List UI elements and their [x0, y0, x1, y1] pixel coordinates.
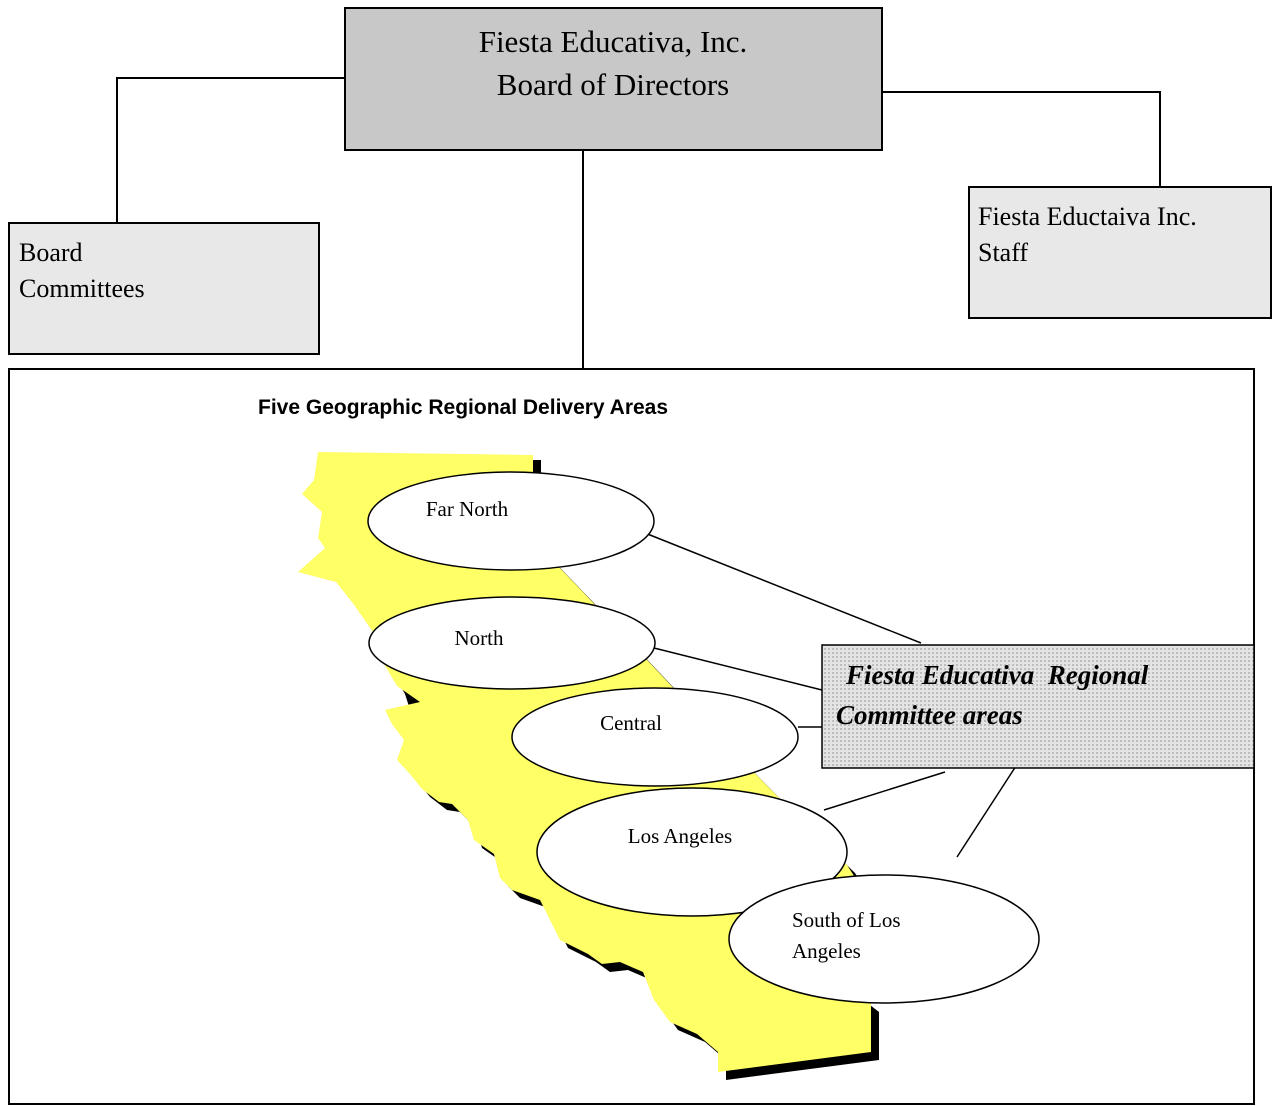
region-central: Central	[511, 687, 799, 787]
connector-board-to-committees	[116, 77, 345, 223]
region-far-north-label: Far North	[426, 497, 509, 521]
staff-line1: Fiesta Eductaiva Inc.	[978, 202, 1197, 231]
board-title-line1: Fiesta Educativa, Inc.	[479, 24, 748, 59]
region-north-label: North	[455, 626, 504, 650]
connector-north	[653, 647, 823, 691]
committees-line1: Board	[19, 238, 83, 267]
board-of-directors-box: Fiesta Educativa, Inc. Board of Director…	[344, 7, 883, 151]
region-los-angeles: Los Angeles	[536, 787, 848, 917]
regional-connectors	[644, 532, 1017, 858]
regional-committee-box: Fiesta Educativa Regional Committee area…	[821, 644, 1255, 769]
connector-far-north	[644, 532, 922, 644]
region-far-north: Far North	[367, 471, 655, 571]
board-committees-box: Board Committees	[8, 222, 320, 355]
connector-south	[956, 765, 1017, 858]
connector-los-angeles	[823, 771, 946, 811]
region-south-label-line1: South of Los	[792, 908, 901, 932]
top-connectors	[116, 77, 1161, 369]
staff-line2: Staff	[978, 238, 1028, 267]
regions-panel-title: Five Geographic Regional Delivery Areas	[258, 396, 668, 419]
region-los-angeles-label: Los Angeles	[628, 824, 732, 848]
regional-committee-line1: Fiesta Educativa Regional	[845, 660, 1149, 690]
staff-box: Fiesta Eductaiva Inc. Staff	[968, 186, 1272, 319]
region-north: North	[368, 596, 656, 690]
region-south-label-line2: Angeles	[792, 939, 861, 963]
region-central-label: Central	[600, 711, 662, 735]
regional-committee-line2: Committee areas	[836, 700, 1023, 730]
connector-board-to-staff	[882, 91, 1161, 187]
region-south-of-los-angeles: South of Los Angeles	[728, 874, 1040, 1004]
board-title-line2: Board of Directors	[497, 67, 729, 102]
committees-line2: Committees	[19, 274, 145, 303]
